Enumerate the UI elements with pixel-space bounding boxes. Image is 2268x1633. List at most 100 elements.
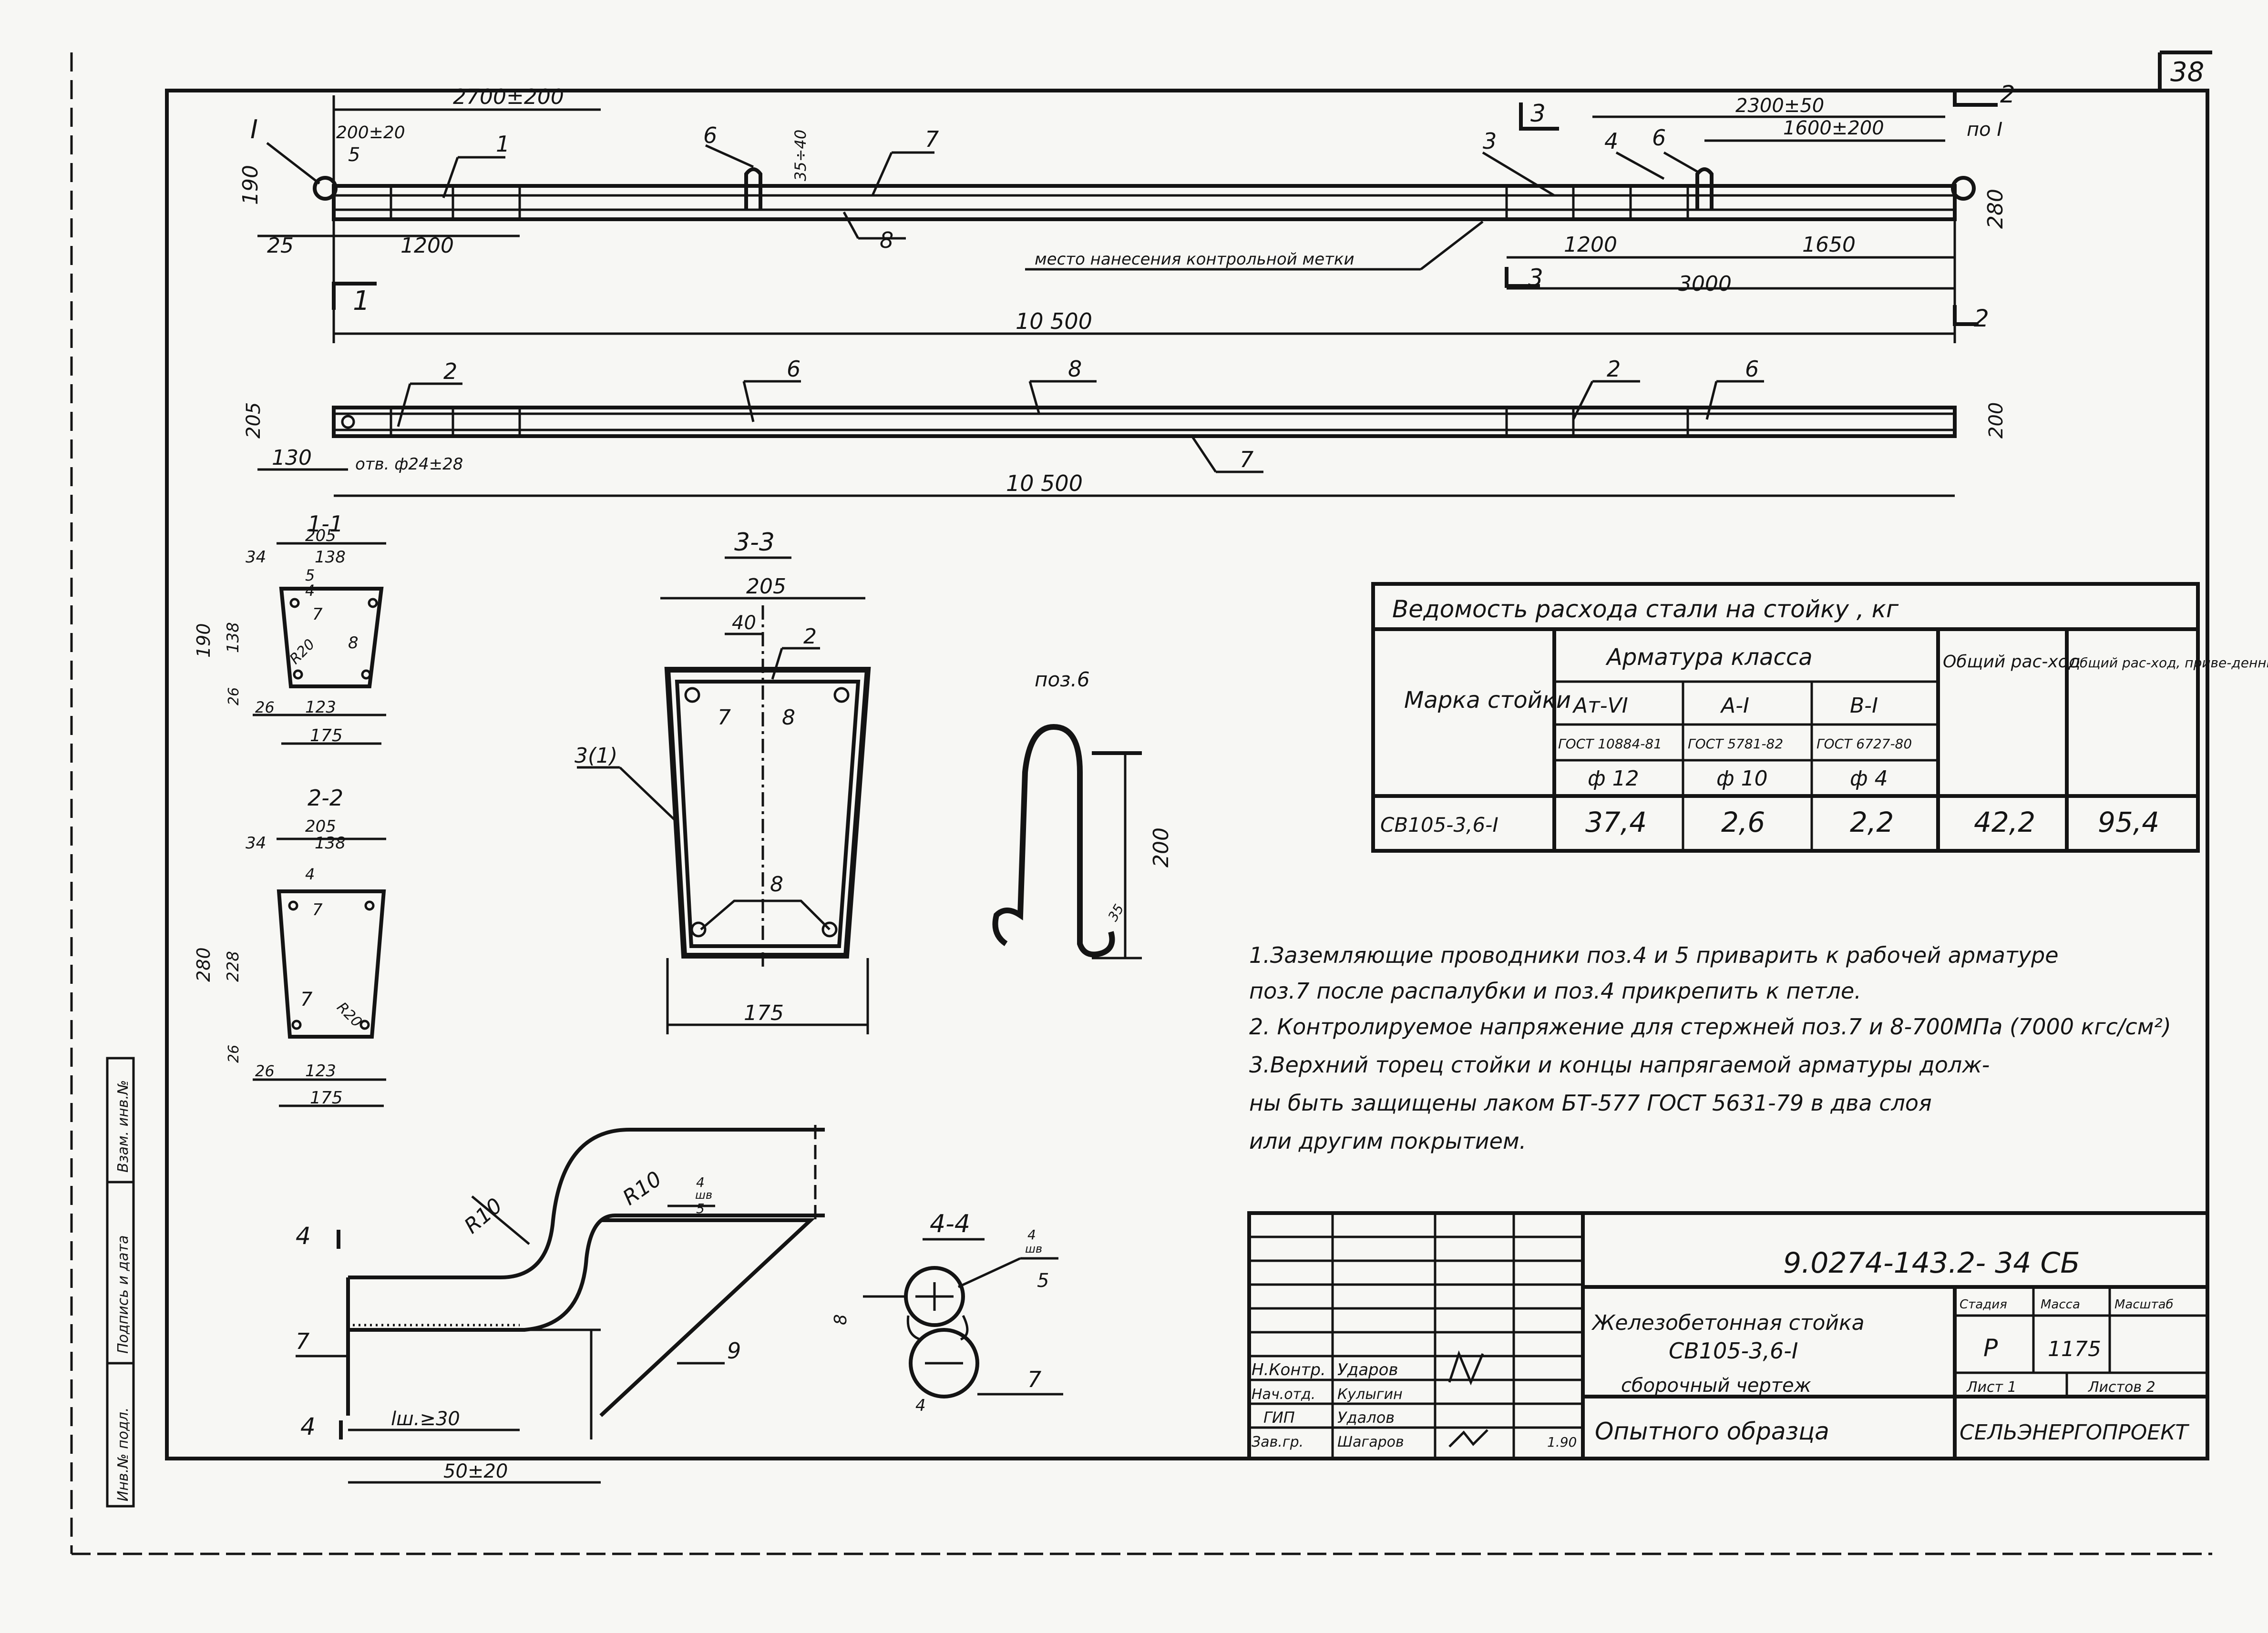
sec11-d175: 175	[310, 726, 343, 745]
node-mark-I: I	[250, 114, 258, 144]
stamp-inv: Инв.№ подл.	[115, 1408, 132, 1501]
section-mark-3-bottom: 3	[1528, 264, 1543, 292]
stamp-replace: Взам. инв.№	[115, 1080, 132, 1173]
dim-190: 190	[238, 165, 263, 205]
tb-name-4: Опытного образца	[1595, 1418, 1829, 1445]
tb-name-3: сборочный чертеж	[1621, 1375, 1811, 1397]
sec22-h280: 280	[193, 947, 214, 982]
dim-10500-main: 10 500	[1016, 308, 1092, 334]
table-class-2: А-I	[1720, 694, 1749, 718]
table-col-reduced: Общий рас-ход, приве-денный к стали А-I	[2069, 655, 2268, 671]
callout-4: 4	[1604, 128, 1618, 154]
tb-sheet: Лист 1	[1966, 1379, 2017, 1396]
table-dia-3: ф 4	[1850, 766, 1888, 791]
tb-sig-name-4: Шагаров	[1337, 1434, 1404, 1450]
sec33-callout-3: 3(1)	[575, 744, 617, 768]
table-title: Ведомость расхода стали на стойку , кг	[1392, 595, 1899, 623]
notes-block: 1.Заземляющие проводники поз.4 и 5 прива…	[1249, 942, 2171, 1154]
table-col-total: Общий рас-ход	[1943, 652, 2081, 672]
dim-1200-left: 1200	[400, 234, 454, 258]
plan-dim-130: 130	[272, 446, 312, 470]
node-ref-I: по I	[1967, 119, 2002, 141]
table-class-1: Ат-VI	[1572, 694, 1628, 718]
callout-8: 8	[880, 227, 893, 253]
callout-5: 5	[348, 144, 360, 166]
table-row-total: 42,2	[1974, 806, 2035, 838]
table-class-3: В-I	[1850, 694, 1878, 718]
pos6-detail: поз.6 200 35	[992, 668, 1173, 959]
sec22-h228: 228	[224, 951, 243, 982]
title-block: 9.0274-143.2- 34 СБ Железобетонная стойк…	[1247, 1211, 2209, 1460]
signature-scribble-2	[1448, 1429, 1488, 1448]
pos6-dim-35: 35	[1105, 901, 1127, 924]
sec44-callout-7: 7	[1027, 1367, 1041, 1392]
sec11-h138: 138	[224, 622, 243, 653]
node-d50: 50±20	[443, 1460, 508, 1482]
tb-name-1: Железобетонная стойка	[1591, 1311, 1865, 1335]
sec33-callout-8b: 8	[770, 872, 783, 897]
plan-dim-10500: 10 500	[1006, 470, 1083, 496]
table-col-arm: Арматура класса	[1605, 644, 1813, 671]
sec22-dim-left: 34	[246, 834, 266, 853]
sec11-dim-left: 34	[246, 548, 266, 567]
table-col-brand: Марка стойки	[1404, 687, 1571, 714]
tb-org: СЕЛЬЭНЕРГОПРОЕКТ	[1960, 1420, 2189, 1445]
dim-35-40: 35÷40	[791, 130, 810, 181]
plan-callout-8: 8	[1068, 356, 1082, 382]
dim-3000: 3000	[1678, 272, 1732, 296]
sec44-d8: 8	[831, 1314, 851, 1325]
dim-1200-right: 1200	[1564, 233, 1617, 257]
table-gost-3: ГОСТ 6727-80	[1816, 736, 1912, 752]
note-line-1: 1.Заземляющие проводники поз.4 и 5 прива…	[1249, 942, 2059, 968]
sec22-callout-7a: 7	[312, 900, 323, 919]
pos6-dim-200: 200	[1149, 827, 1173, 868]
sec33-callout-8a: 8	[782, 705, 795, 730]
sec44-title: 4-4	[930, 1210, 970, 1238]
sec11-title: 1-1	[308, 511, 343, 537]
plan-callout-2-left: 2	[443, 358, 457, 384]
sec22-dim-inner: 138	[315, 834, 346, 853]
sec22-d123: 123	[305, 1061, 336, 1081]
note-line-5: ны быть защищены лаком БТ-577 ГОСТ 5631-…	[1249, 1090, 1932, 1116]
sec11-d123: 123	[305, 698, 336, 717]
node-detail: R10 R10 4 шв 5 7 9 4 4 lш.≥30 50±20	[296, 1125, 825, 1484]
sec33-callout-7: 7	[718, 705, 731, 730]
steel-table: Ведомость расхода стали на стойку , кг М…	[1371, 582, 2268, 853]
callout-3: 3	[1483, 128, 1497, 154]
sec22-title: 2-2	[308, 785, 343, 811]
node-callout-9: 9	[727, 1338, 741, 1364]
sec22-d175: 175	[310, 1088, 343, 1108]
dim-1650: 1650	[1802, 233, 1856, 257]
dim-1600: 1600±200	[1783, 117, 1884, 139]
sec11-dim-5: 5	[305, 566, 315, 584]
sec11-dim-inner: 138	[315, 548, 346, 567]
tb-sig-role-1: Н.Контр.	[1252, 1360, 1326, 1379]
dim-2700: 2700±200	[453, 85, 564, 109]
plan-view: 2 6 8 2 6 7 205 200 130 отв. ф24±28 10 5…	[243, 356, 2007, 497]
tb-sig-name-1: Ударов	[1337, 1360, 1398, 1379]
control-mark-note: место нанесения контрольной метки	[1035, 250, 1355, 269]
tb-sig-role-4: Зав.гр.	[1252, 1434, 1303, 1450]
sec44-weld-num: 4	[1027, 1227, 1036, 1243]
note-line-6: или другим покрытием.	[1249, 1128, 1526, 1154]
sec11-dim-top: 205	[305, 526, 336, 545]
node-r10-left: R10	[460, 1194, 507, 1239]
tb-h-stage: Стадия	[1960, 1297, 2007, 1312]
tb-h-mass: Масса	[2041, 1297, 2080, 1312]
table-dia-1: ф 12	[1588, 766, 1639, 791]
sec22-dim-4: 4	[305, 865, 315, 883]
section-3-3: 3-3 205 40 2 7 8 8 3(1) 175	[575, 528, 871, 1034]
sec11-r20: R20	[287, 636, 318, 667]
sec22-d26l: 26	[226, 1045, 242, 1063]
table-row-val-2: 2,6	[1721, 806, 1765, 838]
sec33-callout-2: 2	[803, 624, 817, 649]
callout-6-left: 6	[703, 122, 717, 148]
sec11-callout-8: 8	[348, 633, 359, 653]
sec33-dim-205: 205	[746, 574, 786, 599]
pos6-title: поз.6	[1035, 668, 1090, 691]
node-r10-right: R10	[618, 1167, 666, 1210]
plan-dim-205: 205	[243, 402, 265, 439]
table-row-reduced: 95,4	[2098, 806, 2159, 838]
section-mark-2-top: 2	[2000, 81, 2015, 108]
